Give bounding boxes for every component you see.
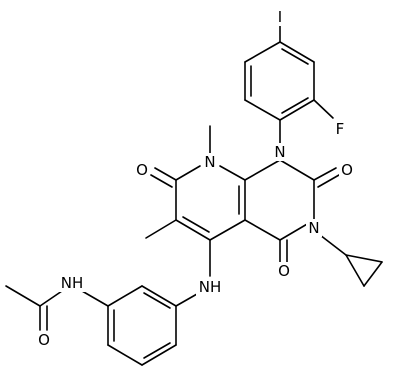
fluorine-label: F	[336, 120, 345, 138]
bond	[279, 99, 315, 121]
pyrimidinedione-ring	[244, 159, 347, 263]
cyclopropyl-group	[345, 254, 383, 287]
bond	[345, 254, 365, 287]
bond	[175, 293, 198, 307]
bond	[39, 290, 63, 307]
oxygen-c4-label: O	[278, 262, 290, 280]
oxygen-c7-atom: O	[134, 161, 150, 179]
bond	[319, 234, 347, 256]
bond	[209, 219, 246, 241]
bond	[175, 165, 201, 181]
bond	[313, 99, 334, 119]
aminophenyl-ring	[107, 285, 198, 366]
bond	[154, 167, 177, 181]
oxygen-c7-label: O	[136, 161, 148, 179]
bond	[145, 219, 177, 239]
bond	[182, 216, 210, 233]
bond	[281, 48, 309, 65]
bond	[279, 41, 315, 63]
oxygen-c2-label: O	[341, 161, 353, 179]
bond	[81, 290, 109, 307]
nitrogen-3-atom: N	[306, 219, 322, 237]
nitrogen-1-atom: N	[272, 143, 288, 161]
bond	[244, 159, 281, 181]
bond	[244, 219, 281, 241]
bond	[175, 219, 211, 241]
nitrogen-8-atom: N	[202, 153, 218, 171]
bond	[5, 285, 41, 307]
nitrogen-3-label: N	[308, 219, 319, 237]
bond	[345, 254, 383, 263]
bond	[219, 165, 246, 181]
oxygen-c2-atom: O	[339, 161, 355, 179]
iodine-label: I	[278, 8, 282, 26]
acetamide-group	[5, 285, 109, 331]
bond	[141, 285, 177, 307]
anilino-nh-atom: NH	[196, 278, 224, 296]
nitrogen-1-label: N	[274, 143, 285, 161]
bond	[244, 99, 281, 121]
amide-nh-label: NH	[61, 274, 84, 292]
bond	[141, 344, 177, 366]
bond	[317, 174, 340, 188]
bond	[363, 261, 383, 287]
nitrogen-8-label: N	[204, 153, 215, 171]
oxygen-acetyl-label: O	[38, 331, 50, 349]
bond	[143, 342, 171, 359]
bond	[244, 41, 281, 63]
atom-labels: I F N N N NH NH O	[36, 8, 355, 349]
amide-nh-atom: NH	[58, 274, 86, 292]
oxygen-c4-atom: O	[276, 262, 292, 280]
iodine-atom: I	[274, 8, 286, 26]
pyridone-ring	[145, 125, 246, 277]
bond	[313, 167, 337, 181]
bond	[107, 285, 143, 307]
bond	[281, 97, 309, 114]
bond	[143, 292, 171, 309]
bond	[279, 159, 315, 181]
fluoroiodophenyl-ring	[244, 23, 334, 145]
fluorine-atom: F	[333, 120, 347, 138]
anilino-nh-label: NH	[199, 278, 222, 296]
bond	[150, 174, 173, 188]
bond	[107, 344, 143, 366]
oxygen-acetyl-atom: O	[36, 331, 52, 349]
